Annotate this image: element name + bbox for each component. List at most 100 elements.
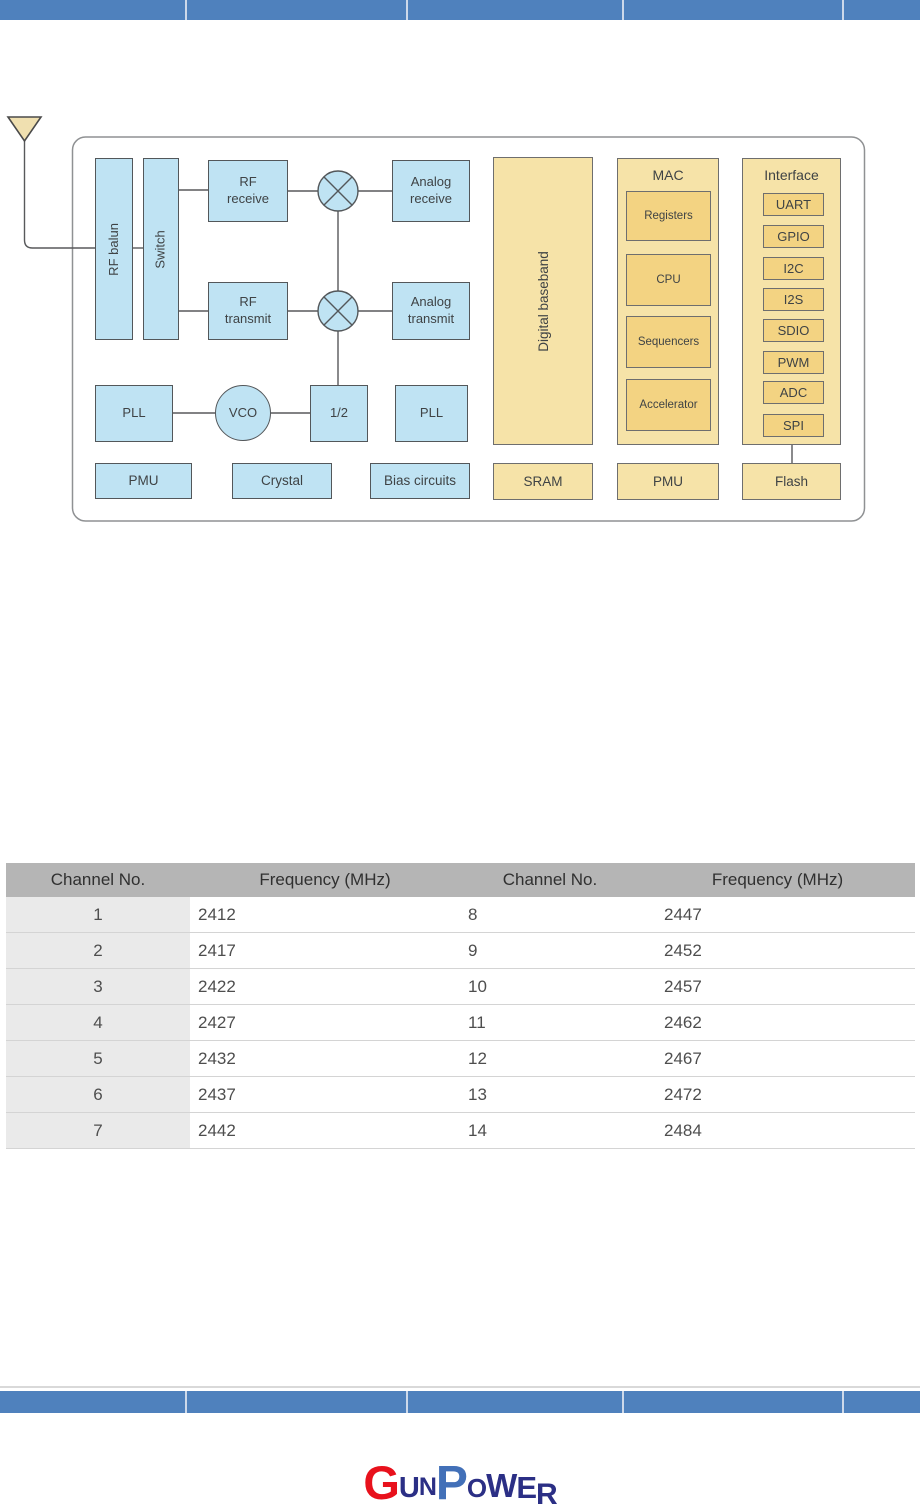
switch-label: Switch xyxy=(152,229,168,269)
table-header-frequency-1: Frequency (MHz) xyxy=(259,870,391,889)
channel-cell: 3 xyxy=(6,969,190,1004)
frequency-cell: 2417 xyxy=(198,940,236,960)
bias-circuits-box: Bias circuits xyxy=(370,463,470,499)
analog-transmit-label: Analog transmit xyxy=(407,294,455,326)
rf-balun-box: RF balun xyxy=(95,158,133,340)
table-header-channel-1: Channel No. xyxy=(50,870,146,889)
frequency-cell: 2452 xyxy=(664,940,702,960)
bias-circuits-label: Bias circuits xyxy=(383,473,456,489)
table-row: 4 2427 11 2462 xyxy=(6,1005,915,1041)
table-row: 3 2422 10 2457 xyxy=(6,969,915,1005)
frequency-cell: 2422 xyxy=(198,976,236,996)
interface-spi-box: SPI xyxy=(763,414,824,437)
table-header-frequency-2: Frequency (MHz) xyxy=(711,870,844,889)
footer-bar-divider xyxy=(185,1391,187,1413)
table-header-channel-2: Channel No. xyxy=(502,870,598,889)
frequency-cell: 2412 xyxy=(198,904,236,924)
pmu-right-label: PMU xyxy=(653,474,683,489)
analog-receive-box: Analog receive xyxy=(392,160,470,222)
analog-receive-label: Analog receive xyxy=(410,174,452,206)
rf-balun-label: RF balun xyxy=(105,222,121,276)
header-bar-divider xyxy=(842,0,844,20)
table-row: 1 2412 8 2447 xyxy=(6,897,915,933)
mac-column: MAC Registers CPU Sequencers Accelerator xyxy=(617,158,719,445)
divide-by-2-label: 1/2 xyxy=(329,405,349,421)
frequency-cell: 2484 xyxy=(664,1120,702,1140)
table-row: 7 2442 14 2484 xyxy=(6,1113,915,1149)
footer-bar-divider xyxy=(842,1391,844,1413)
table-row: 6 2437 13 2472 xyxy=(6,1077,915,1113)
rf-transmit-box: RF transmit xyxy=(208,282,288,340)
logo-letter: U xyxy=(398,1472,420,1504)
frequency-cell: 2447 xyxy=(664,904,702,924)
sram-label: SRAM xyxy=(523,474,563,489)
logo-letter: R xyxy=(536,1478,558,1510)
mixer-rx-icon xyxy=(317,170,359,212)
logo-letter: O xyxy=(466,1473,487,1503)
mac-sequencers-box: Sequencers xyxy=(626,316,711,368)
digital-baseband-box: Digital baseband xyxy=(493,157,593,445)
logo-letter: E xyxy=(516,1470,537,1505)
interface-i2s-box: I2S xyxy=(763,288,824,311)
pll-right-label: PLL xyxy=(419,405,444,421)
logo-letter: N xyxy=(418,1473,437,1501)
footer-bar xyxy=(0,1391,920,1413)
antenna-icon xyxy=(6,116,43,143)
frequency-cell: 2442 xyxy=(198,1120,236,1140)
interface-sdio-box: SDIO xyxy=(763,319,824,342)
divide-by-2-box: 1/2 xyxy=(310,385,368,442)
crystal-label: Crystal xyxy=(260,473,303,489)
logo-letter: W xyxy=(486,1467,517,1504)
analog-transmit-box: Analog transmit xyxy=(392,282,470,340)
rf-receive-box: RF receive xyxy=(208,160,288,222)
frequency-cell: 2432 xyxy=(198,1048,236,1068)
mac-cpu-box: CPU xyxy=(626,254,711,306)
interface-adc-box: ADC xyxy=(763,381,824,404)
table-row: 5 2432 12 2467 xyxy=(6,1041,915,1077)
frequency-cell: 2462 xyxy=(664,1012,702,1032)
footer-bar-divider xyxy=(406,1391,408,1413)
channel-cell: 5 xyxy=(6,1041,190,1076)
connection-lines xyxy=(23,118,793,463)
channel-cell: 8 xyxy=(468,904,478,924)
channel-cell: 2 xyxy=(6,933,190,968)
channel-cell: 6 xyxy=(6,1077,190,1112)
pmu-right-box: PMU xyxy=(617,463,719,500)
flash-box: Flash xyxy=(742,463,841,500)
frequency-cell: 2437 xyxy=(198,1084,236,1104)
frequency-cell: 2472 xyxy=(664,1084,702,1104)
channel-frequency-table: Channel No. Frequency (MHz) Channel No. … xyxy=(6,863,915,1149)
mac-title: MAC xyxy=(652,167,684,183)
logo-letter: P xyxy=(435,1457,468,1510)
antenna-feed-line xyxy=(23,118,95,249)
interface-uart-box: UART xyxy=(763,193,824,216)
pmu-left-box: PMU xyxy=(95,463,192,499)
rf-receive-label: RF receive xyxy=(227,174,269,206)
channel-cell: 1 xyxy=(6,897,190,932)
pll-right-box: PLL xyxy=(395,385,468,442)
channel-cell: 10 xyxy=(468,976,487,996)
table-header-row: Channel No. Frequency (MHz) Channel No. … xyxy=(6,863,915,897)
frequency-cell: 2427 xyxy=(198,1012,236,1032)
channel-cell: 12 xyxy=(468,1048,487,1068)
interface-column: Interface UART GPIO I2C I2S SDIO PWM ADC… xyxy=(742,158,841,445)
footer-divider-line xyxy=(0,1386,920,1388)
channel-cell: 7 xyxy=(6,1113,190,1148)
sram-box: SRAM xyxy=(493,463,593,500)
frequency-cell: 2457 xyxy=(664,976,702,996)
logo-letter: G xyxy=(363,1456,400,1509)
mixer-tx-icon xyxy=(317,290,359,332)
channel-cell: 13 xyxy=(468,1084,487,1104)
vco-label: VCO xyxy=(228,404,258,420)
interface-title: Interface xyxy=(764,167,819,183)
rf-transmit-label: RF transmit xyxy=(224,294,272,326)
interface-pwm-box: PWM xyxy=(763,351,824,374)
gunpower-logo: GUNPOWER xyxy=(0,1458,920,1510)
flash-label: Flash xyxy=(774,474,808,489)
crystal-box: Crystal xyxy=(232,463,332,499)
table-row: 2 2417 9 2452 xyxy=(6,933,915,969)
channel-cell: 4 xyxy=(6,1005,190,1040)
interface-i2c-box: I2C xyxy=(763,257,824,280)
switch-box: Switch xyxy=(143,158,179,340)
